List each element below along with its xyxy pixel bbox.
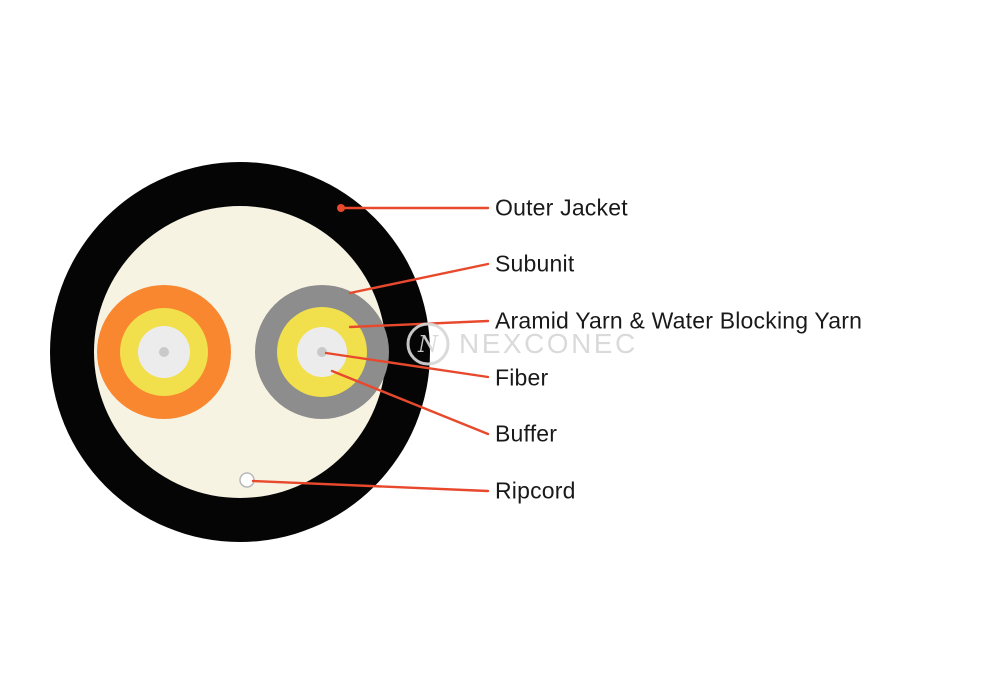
leader-line-ripcord [251,479,490,493]
label-fiber: Fiber [495,364,549,391]
right-fiber-circle [317,347,327,357]
label-ripcord: Ripcord [495,477,576,504]
logo-letter: N [417,332,439,358]
leader-line-subunit [348,262,490,295]
left-fiber-circle [159,347,169,357]
label-aramid-yarn: Aramid Yarn & Water Blocking Yarn [495,307,863,334]
nexconec-logo-icon: N [406,322,450,366]
watermark: N NEXCONEC [404,320,638,368]
inner-fill-circle [94,206,386,498]
ripcord-circle [239,472,255,488]
watermark-text: NEXCONEC [459,328,638,359]
leader-line-fiber [324,351,490,379]
leader-line-aramid-yarn [348,319,490,329]
label-subunit: Subunit [495,250,575,277]
leader-line-buffer [330,369,490,436]
label-outer-jacket: Outer Jacket [495,194,628,221]
label-buffer: Buffer [495,420,558,447]
